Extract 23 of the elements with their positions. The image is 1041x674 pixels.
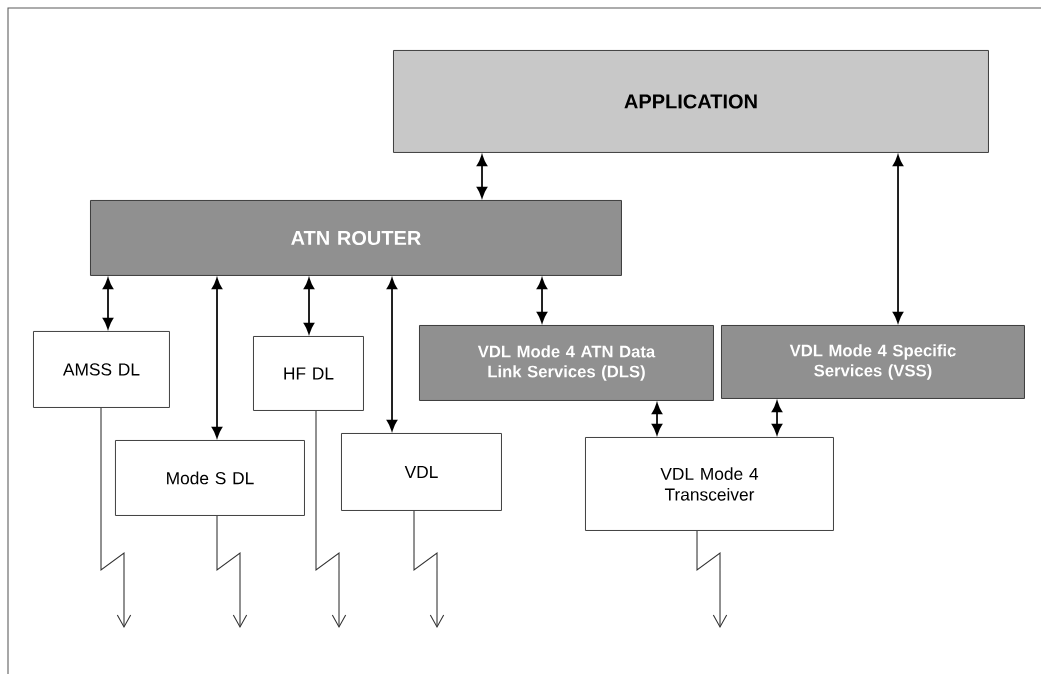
radio-link-arrow — [315, 410, 347, 628]
router-box: ATN ROUTER — [90, 200, 622, 276]
arrow — [476, 155, 488, 198]
service-box: VDL Mode 4 ATN Data Link Services (DLS) — [419, 325, 714, 401]
radio-link-arrow — [216, 515, 248, 628]
radio-link-arrow — [696, 530, 728, 628]
radio-link-arrow — [100, 407, 132, 628]
arrow — [892, 155, 904, 323]
arrow — [536, 278, 548, 323]
arrow — [651, 403, 663, 435]
service-box: VDL Mode 4 Specific Services (VSS) — [721, 325, 1025, 399]
application-box: APPLICATION — [393, 50, 989, 153]
data-link-box: HF DL — [253, 336, 364, 411]
data-link-box: Mode S DL — [115, 440, 305, 516]
data-link-box: VDL Mode 4 Transceiver — [585, 437, 834, 531]
arrow — [211, 278, 223, 438]
arrow — [303, 278, 315, 334]
data-link-box: AMSS DL — [33, 331, 170, 408]
arrow — [771, 401, 783, 435]
arrow — [386, 278, 398, 431]
data-link-box: VDL — [341, 433, 502, 511]
arrow — [102, 278, 114, 329]
radio-link-arrow — [413, 510, 445, 628]
